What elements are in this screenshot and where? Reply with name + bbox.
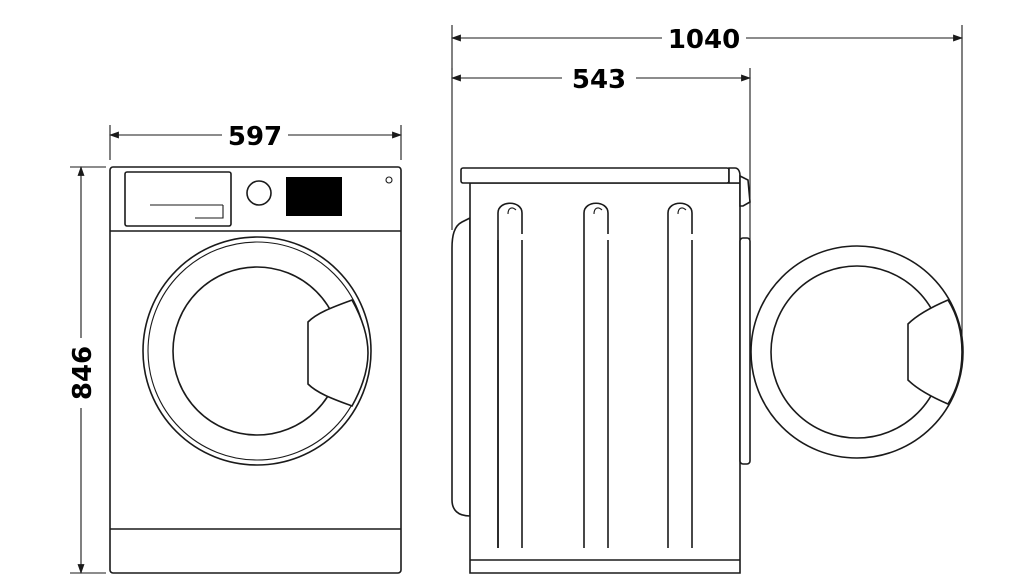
side-depth-label: 543	[572, 65, 626, 95]
side-rear-bulge	[728, 167, 741, 184]
height-label: 846	[68, 346, 98, 400]
side-back-plate	[739, 237, 751, 465]
front-view	[109, 166, 402, 574]
program-knob-icon	[246, 180, 272, 206]
door-outer-ring	[142, 236, 372, 466]
power-indicator-icon	[385, 176, 393, 184]
door-handle	[307, 299, 369, 407]
dimension-side-depth: 543	[451, 65, 751, 240]
drawer-handle	[150, 204, 224, 219]
display-panel	[286, 177, 342, 216]
dimension-total-depth: 1040	[451, 25, 963, 350]
open-door-handle	[907, 298, 963, 406]
side-ribs	[497, 202, 693, 548]
open-door-view	[750, 245, 964, 459]
open-door-outer	[750, 245, 964, 459]
detergent-drawer	[124, 171, 232, 227]
dimension-front-width: 597	[109, 122, 402, 160]
side-top-lid	[460, 167, 730, 184]
front-width-label: 597	[228, 122, 282, 152]
side-door-profile	[451, 216, 471, 517]
side-view	[451, 167, 751, 574]
dimension-height: 846	[68, 166, 106, 574]
side-cabinet	[469, 182, 741, 574]
total-depth-label: 1040	[668, 25, 740, 55]
hose-connector-icon	[739, 174, 751, 207]
